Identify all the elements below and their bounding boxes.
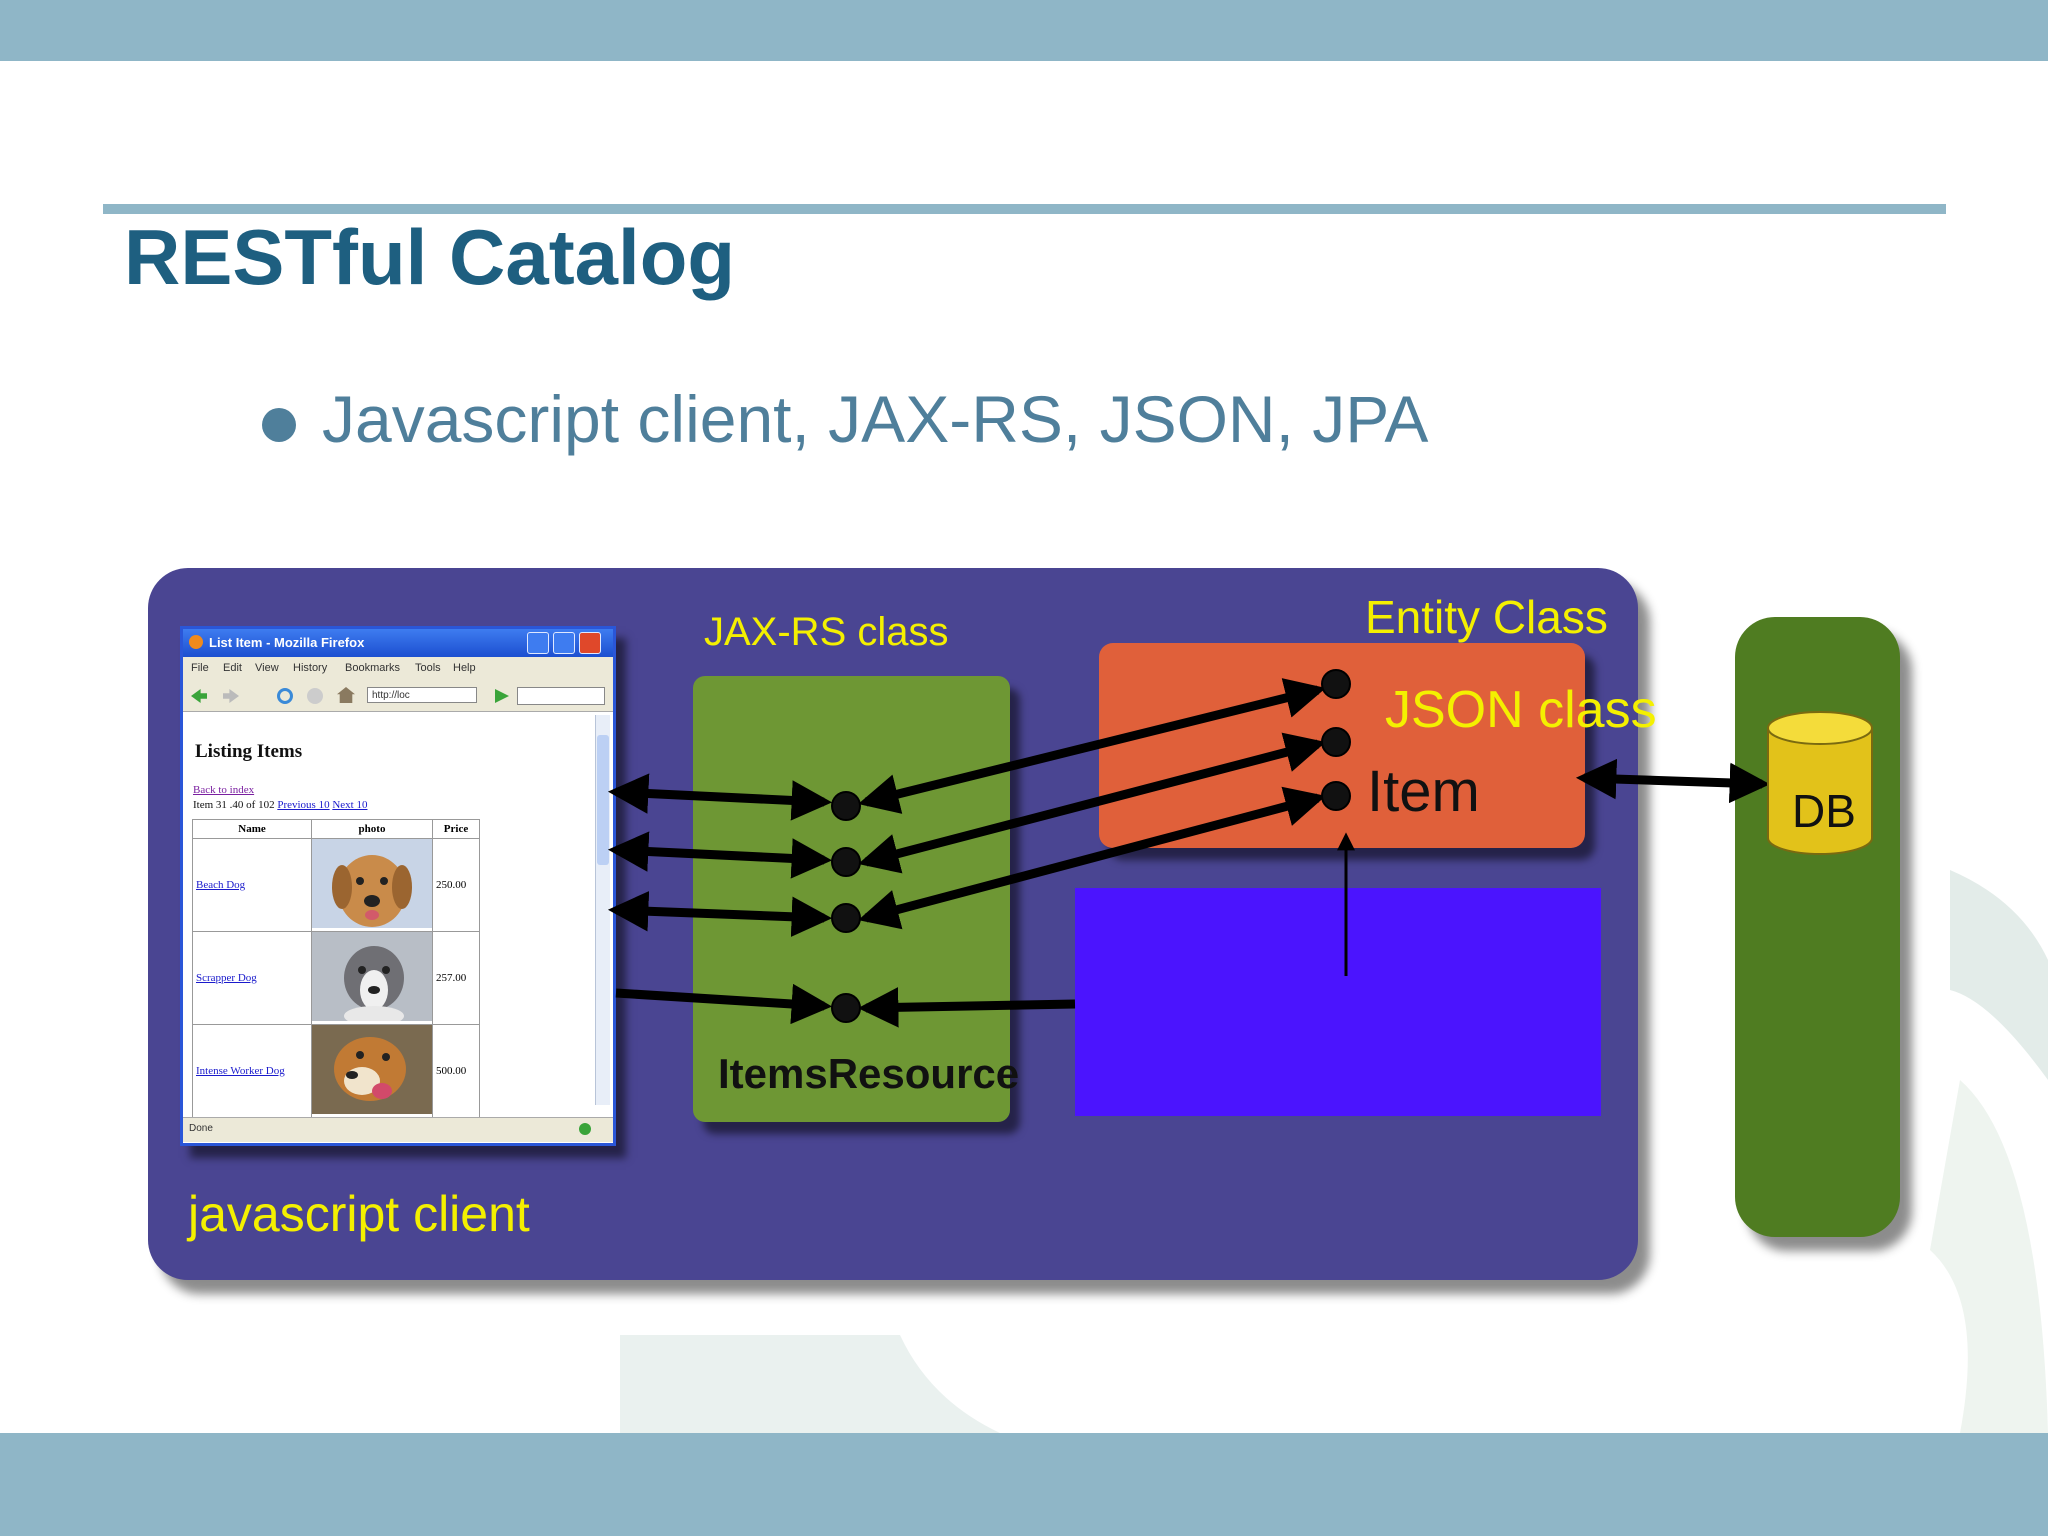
item-photo xyxy=(311,931,433,1026)
database-cylinder-icon xyxy=(1767,711,1873,855)
table-row: Beach Dog 250.00 xyxy=(192,838,480,932)
db-label: DB xyxy=(1792,785,1856,837)
javascript-client-label: javascript client xyxy=(188,1186,530,1242)
browser-window: List Item - Mozilla Firefox File Edit Vi… xyxy=(180,626,616,1146)
json-class-label: JSON class xyxy=(1385,681,1657,739)
menu-view[interactable]: View xyxy=(255,662,279,674)
dog-photo-scrapper xyxy=(312,932,432,1026)
maximize-icon[interactable] xyxy=(553,632,575,654)
close-icon[interactable] xyxy=(579,632,601,654)
menu-help[interactable]: Help xyxy=(453,662,476,674)
column-header-photo: photo xyxy=(311,819,433,839)
menu-file[interactable]: File xyxy=(191,662,209,674)
connector-dot xyxy=(831,791,861,821)
top-band xyxy=(0,0,2048,61)
browser-title: List Item - Mozilla Firefox xyxy=(209,635,365,650)
item-price: 500.00 xyxy=(432,1024,480,1118)
page-heading: Listing Items xyxy=(195,741,303,762)
status-text: Done xyxy=(189,1123,213,1134)
items-table: Name photo Price Beach Dog 250.00 Scrapp… xyxy=(192,819,480,1118)
previous-link[interactable]: Previous 10 xyxy=(277,799,330,811)
browser-titlebar: List Item - Mozilla Firefox xyxy=(183,629,613,657)
menu-bookmarks[interactable]: Bookmarks xyxy=(345,662,401,674)
minimize-icon[interactable] xyxy=(527,632,549,654)
paging-text: Item 31 .40 of 102 xyxy=(193,799,275,811)
dog-photo-beach xyxy=(312,839,432,928)
resource-entity-arrow-2 xyxy=(858,732,1326,874)
entity-db-arrow xyxy=(1575,758,1771,804)
item-photo xyxy=(311,1024,433,1118)
item-price: 257.00 xyxy=(432,931,480,1025)
bottom-band xyxy=(0,1433,2048,1536)
menu-bar: File Edit View History Bookmarks Tools H… xyxy=(183,657,613,681)
table-header-row: Name photo Price xyxy=(192,819,480,839)
menu-edit[interactable]: Edit xyxy=(223,662,242,674)
address-bar[interactable]: http://loc xyxy=(367,687,477,703)
client-resource-arrow-1 xyxy=(607,773,833,821)
items-resource-label: ItemsResource xyxy=(718,1050,1020,1097)
item-name-link[interactable]: Scrapper Dog xyxy=(192,931,312,1025)
table-row: Scrapper Dog 257.00 xyxy=(192,931,480,1026)
scrollbar-thumb[interactable] xyxy=(597,735,609,865)
resource-entity-arrow-1 xyxy=(858,678,1326,814)
jaxrs-class-label: JAX-RS class xyxy=(704,610,949,654)
browser-toolbar: http://loc xyxy=(183,681,613,712)
home-icon[interactable] xyxy=(337,687,355,703)
dog-photo-worker xyxy=(312,1025,432,1114)
slide-title: RESTful Catalog xyxy=(124,213,736,301)
overlay-resource-arrow xyxy=(857,987,1076,1028)
bullet-text: Javascript client, JAX-RS, JSON, JPA xyxy=(322,382,1429,456)
back-to-index-link[interactable]: Back to index xyxy=(193,784,255,796)
firefox-icon xyxy=(189,635,203,649)
title-rule xyxy=(103,204,1946,214)
status-ok-icon xyxy=(579,1123,591,1135)
item-photo xyxy=(311,838,433,932)
connector-dot xyxy=(831,993,861,1023)
stop-icon[interactable] xyxy=(307,688,323,704)
connector-dot xyxy=(1321,669,1351,699)
connector-dot xyxy=(1321,781,1351,811)
scrollbar[interactable] xyxy=(595,715,610,1105)
menu-tools[interactable]: Tools xyxy=(415,662,441,674)
client-resource-arrow-4 xyxy=(615,983,833,1025)
menu-history[interactable]: History xyxy=(293,662,328,674)
entity-class-label: Entity Class xyxy=(1365,591,1608,643)
resource-entity-arrow-3 xyxy=(858,786,1326,930)
client-resource-arrow-3 xyxy=(607,891,833,937)
search-input[interactable] xyxy=(517,687,605,705)
reload-icon[interactable] xyxy=(277,688,293,704)
item-name-link[interactable]: Beach Dog xyxy=(192,838,312,932)
next-link[interactable]: Next 10 xyxy=(332,799,368,811)
bullet-dot xyxy=(262,408,296,442)
connector-dot xyxy=(1321,727,1351,757)
item-price: 250.00 xyxy=(432,838,480,932)
status-bar: Done xyxy=(183,1117,613,1142)
paging-info: Item 31 .40 of 102 Previous 10 Next 10 xyxy=(193,799,367,811)
connector-dot xyxy=(831,903,861,933)
table-row: Intense Worker Dog 500.00 xyxy=(192,1024,480,1118)
item-label: Item xyxy=(1367,759,1480,824)
client-resource-arrow-2 xyxy=(607,831,833,879)
connector-dot xyxy=(831,847,861,877)
